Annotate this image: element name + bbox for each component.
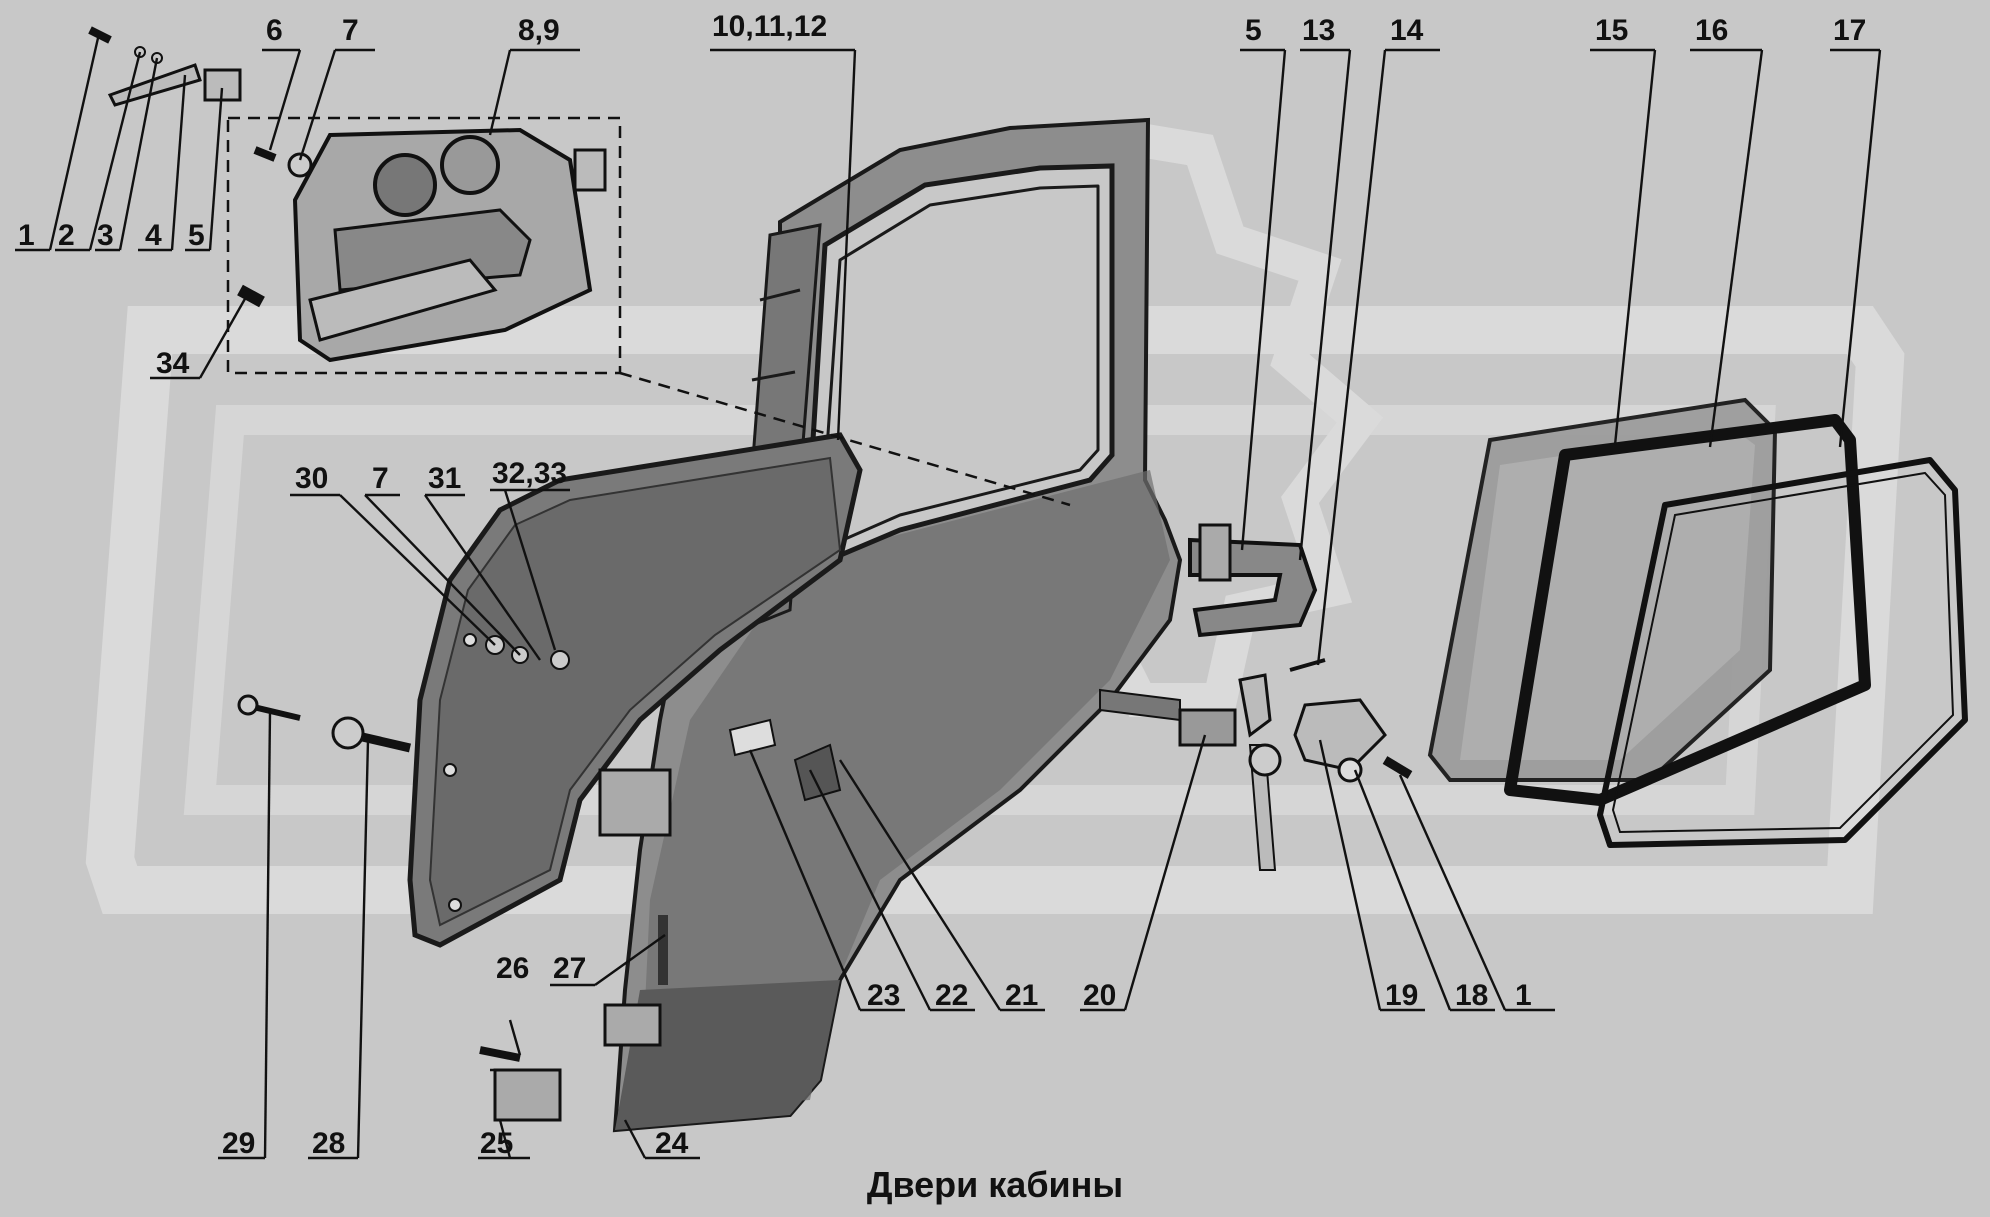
leader-lines <box>15 37 1882 1160</box>
callout-26: 26 <box>496 952 529 985</box>
callout-34: 34 <box>156 347 190 380</box>
glass-seal <box>1504 414 1871 806</box>
callout-14: 14 <box>1390 14 1424 47</box>
callout-25: 25 <box>480 1127 513 1160</box>
lock-cylinder-and-keys <box>1099 658 1413 871</box>
callout-27: 27 <box>553 952 586 985</box>
callout-labels: 1 2 3 4 5 6 7 8,9 10,11,12 5 13 14 15 16… <box>18 10 1866 1160</box>
callout-31: 31 <box>428 462 461 495</box>
callout-13: 13 <box>1302 14 1335 47</box>
callout-19: 19 <box>1385 979 1418 1012</box>
callout-21: 21 <box>1005 979 1038 1012</box>
callout-8-9: 8,9 <box>518 14 560 47</box>
lock-mechanism-inset <box>226 116 1071 507</box>
callout-18: 18 <box>1455 979 1488 1012</box>
callout-24: 24 <box>655 1127 689 1160</box>
callout-32-33: 32,33 <box>492 457 567 490</box>
callout-7: 7 <box>342 14 359 47</box>
small-parts-top-left <box>88 26 313 308</box>
callout-17: 17 <box>1833 14 1866 47</box>
callout-6: 6 <box>266 14 283 47</box>
callout-2: 2 <box>58 219 75 252</box>
callout-4: 4 <box>145 219 162 252</box>
callout-22: 22 <box>935 979 968 1012</box>
diagram-caption: Двери кабины <box>867 1164 1123 1205</box>
callout-3: 3 <box>97 219 114 252</box>
callout-20: 20 <box>1083 979 1116 1012</box>
callout-16: 16 <box>1695 14 1728 47</box>
callout-15: 15 <box>1595 14 1628 47</box>
door-handle <box>1188 523 1318 638</box>
loose-fasteners <box>237 694 562 1122</box>
callout-5-right: 5 <box>1245 14 1262 47</box>
callout-10-11-12: 10,11,12 <box>712 10 827 43</box>
hinges <box>598 718 842 1047</box>
door-glass <box>1427 397 1778 782</box>
callout-1: 1 <box>18 219 35 252</box>
callout-23: 23 <box>867 979 900 1012</box>
callout-7-mid: 7 <box>372 462 389 495</box>
callout-29: 29 <box>222 1127 255 1160</box>
callout-5: 5 <box>188 219 205 252</box>
callout-28: 28 <box>312 1127 345 1160</box>
callout-30: 30 <box>295 462 328 495</box>
callout-1-right: 1 <box>1515 979 1532 1012</box>
glass-frame <box>1597 457 1968 848</box>
